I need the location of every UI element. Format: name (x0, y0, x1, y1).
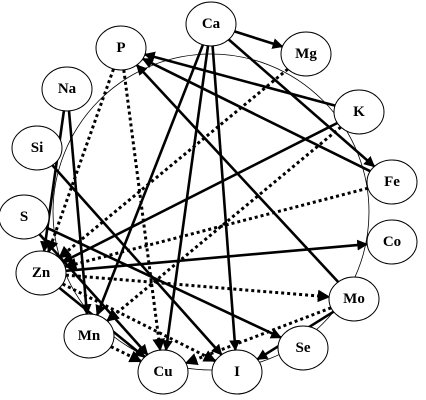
node-label: I (234, 364, 240, 380)
edge-mn-to-cu (110, 345, 143, 363)
node-ellipse (211, 349, 263, 395)
node-label: Fe (384, 174, 400, 190)
node-mo: Mo (328, 276, 380, 322)
node-p: P (95, 25, 147, 71)
node-ellipse (41, 66, 93, 112)
edge-na-to-mn (67, 110, 92, 316)
node-mg: Mg (280, 31, 332, 77)
edge-fe-to-p (141, 57, 371, 173)
node-ellipse (280, 31, 332, 77)
node-ellipse (137, 349, 189, 395)
edge-zn-to-i (62, 282, 217, 363)
node-label: P (116, 40, 125, 56)
node-label: Si (31, 140, 44, 156)
node-label: Mo (343, 291, 365, 307)
node-s: S (0, 194, 50, 240)
node-label: Na (58, 81, 77, 97)
outer-ring (52, 53, 370, 371)
edge-p-to-zn (46, 68, 115, 254)
node-label: Mn (78, 328, 101, 344)
node-ellipse (0, 194, 50, 240)
node-label: Co (383, 234, 401, 250)
node-label: S (20, 209, 28, 225)
node-ca: Ca (185, 1, 237, 47)
node-label: Mg (295, 46, 317, 62)
edge-si-to-i (51, 164, 223, 356)
node-zn: Zn (15, 250, 67, 296)
edges-layer (38, 30, 376, 366)
node-ellipse (328, 276, 380, 322)
node-ellipse (366, 219, 418, 265)
node-cu: Cu (137, 349, 189, 395)
node-label: Se (296, 340, 311, 356)
node-label: Zn (32, 265, 51, 281)
edge-zn-to-mo (65, 273, 331, 303)
node-label: Cu (153, 364, 172, 380)
node-ellipse (366, 159, 418, 205)
edge-mg-to-zn (58, 67, 289, 260)
edge-mo-to-p (135, 64, 340, 283)
edge-s-to-cu (38, 233, 149, 356)
edge-k-to-mn (106, 125, 342, 323)
node-label: K (353, 104, 365, 120)
node-k: K (333, 89, 385, 135)
node-i: I (211, 349, 263, 395)
node-si: Si (11, 125, 63, 171)
edge-fe-to-zn (63, 186, 369, 271)
edge-zn-to-co (65, 239, 369, 273)
node-ellipse (63, 313, 115, 359)
node-co: Co (366, 219, 418, 265)
node-ellipse (15, 250, 67, 296)
edge-mo-to-cu (184, 306, 332, 366)
node-fe: Fe (366, 159, 418, 205)
node-ellipse (185, 1, 237, 47)
edge-k-to-p (143, 51, 336, 107)
node-se: Se (277, 325, 329, 371)
node-ellipse (333, 89, 385, 135)
edge-ca-to-fe (227, 38, 376, 168)
node-ellipse (95, 25, 147, 71)
node-mn: Mn (63, 313, 115, 359)
edge-ca-to-mn (95, 44, 205, 317)
edge-ca-to-mg (234, 30, 284, 49)
edge-k-to-zn (61, 121, 338, 264)
edge-p-to-cu (122, 69, 165, 352)
node-label: Ca (202, 16, 221, 32)
node-na: Na (41, 66, 93, 112)
node-ellipse (11, 125, 63, 171)
node-ellipse (277, 325, 329, 371)
edge-ca-to-i (211, 45, 241, 352)
